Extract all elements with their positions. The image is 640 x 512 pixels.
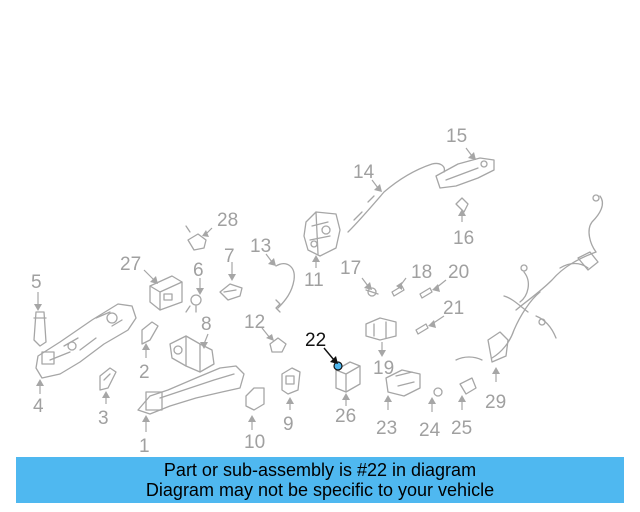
callout-17: 17 — [340, 258, 361, 279]
callout-16: 16 — [453, 228, 474, 249]
callout-8: 8 — [201, 314, 212, 335]
callout-29: 29 — [485, 392, 506, 413]
part-2: 2 — [139, 321, 159, 383]
callout-15: 15 — [446, 126, 467, 147]
callout-12: 12 — [244, 312, 265, 333]
callout-11: 11 — [304, 270, 324, 291]
callout-10: 10 — [244, 432, 265, 453]
callout-9: 9 — [283, 414, 294, 435]
callout-20: 20 — [448, 262, 469, 283]
part-15: 15 — [435, 126, 495, 189]
part-14: 14 — [347, 162, 446, 233]
callout-28: 28 — [217, 210, 238, 231]
callout-27: 27 — [120, 254, 141, 275]
part-16: 16 — [453, 197, 474, 249]
callout-23: 23 — [376, 418, 397, 439]
part-10: 10 — [244, 387, 265, 453]
callout-21: 21 — [443, 298, 464, 319]
part-28: 28 — [185, 210, 238, 251]
part-3: 3 — [98, 367, 117, 429]
part-8: 8 — [169, 314, 215, 373]
banner-line-2: Diagram may not be specific to your vehi… — [145, 480, 495, 500]
part-21: 21 — [415, 298, 464, 335]
part-25: 25 — [451, 377, 477, 439]
part-23: 23 — [376, 369, 421, 439]
callout-1: 1 — [139, 436, 150, 457]
part-11: 11 — [303, 211, 341, 291]
part-29: 29 — [455, 194, 604, 413]
part-12: 12 — [244, 312, 287, 353]
callout-18: 18 — [411, 262, 432, 283]
part-5: 5 — [31, 272, 47, 347]
part-4: 4 — [33, 303, 137, 417]
callout-26: 26 — [335, 406, 356, 427]
banner-line-1: Part or sub-assembly is #22 in diagram — [163, 460, 477, 480]
callout-2: 2 — [139, 362, 150, 383]
part-13: 13 — [250, 236, 295, 313]
part-9: 9 — [281, 367, 301, 435]
part-17: 17 — [340, 258, 379, 297]
part-19: 19 — [365, 317, 397, 379]
part-7: 7 — [219, 246, 243, 301]
info-banner: Part or sub-assembly is #22 in diagram D… — [16, 457, 624, 503]
callout-19: 19 — [373, 358, 394, 379]
part-26: 26 — [335, 361, 361, 427]
callout-7: 7 — [224, 246, 235, 267]
callout-13: 13 — [250, 236, 271, 257]
callout-5: 5 — [31, 272, 42, 293]
part-20: 20 — [419, 262, 469, 299]
part-1: 1 — [137, 365, 245, 457]
part-22: 22 — [305, 330, 343, 371]
callout-22: 22 — [305, 330, 326, 351]
part-18: 18 — [391, 262, 432, 297]
part-27: 27 — [120, 254, 183, 311]
part-24: 24 — [419, 387, 443, 441]
callout-14: 14 — [353, 162, 375, 183]
part-6: 6 — [185, 260, 204, 313]
callout-6: 6 — [193, 260, 204, 281]
callout-4: 4 — [33, 396, 44, 417]
callout-25: 25 — [451, 418, 472, 439]
callout-3: 3 — [98, 408, 109, 429]
callout-24: 24 — [419, 420, 441, 441]
